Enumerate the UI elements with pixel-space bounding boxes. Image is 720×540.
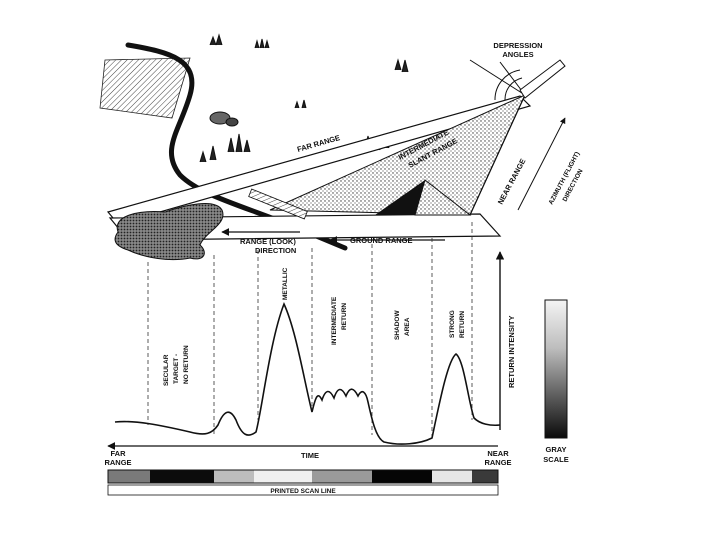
zone-shadow-line2: AREA	[404, 317, 411, 336]
gray-scale-label-line1: GRAY	[546, 445, 567, 454]
far-range-bottom-line2: RANGE	[104, 458, 131, 467]
zone-intermediate-line2: RETURN	[341, 303, 348, 330]
printed-scan-line-strip	[108, 470, 498, 483]
terrain-perspective	[100, 35, 565, 260]
far-range-bottom-line1: FAR	[111, 449, 127, 458]
depression-angles-label-line1: DEPRESSION	[493, 41, 542, 50]
near-range-bottom-line1: NEAR	[487, 449, 509, 458]
time-label: TIME	[301, 451, 319, 460]
range-look-direction-label-line1: RANGE (LOOK)	[240, 237, 296, 246]
gray-scale-label-line2: SCALE	[543, 455, 568, 464]
near-range-upper-label: NEAR RANGE	[496, 157, 528, 206]
range-look-direction-label-line2: DIRECTION	[255, 246, 296, 255]
zone-intermediate-line1: INTERMEDIATE	[331, 296, 338, 345]
zone-strong-line2: RETURN	[459, 311, 466, 338]
depression-angles-label-line2: ANGLES	[502, 50, 533, 59]
near-range-bottom-line2: RANGE	[484, 458, 511, 467]
gray-scale-bar	[545, 300, 567, 438]
printed-scan-line-label: PRINTED SCAN LINE	[270, 488, 336, 495]
zone-specular-line2: TARGET -	[173, 354, 180, 384]
zone-strong-line1: STRONG	[449, 310, 456, 338]
ground-range-label: GROUND RANGE	[350, 236, 413, 245]
zone-specular-line1: SECULAR	[163, 354, 170, 386]
zone-labels: SECULAR TARGET - NO RETURN METALLIC INTE…	[163, 267, 466, 386]
zone-specular-line3: NO RETURN	[183, 345, 190, 384]
zone-metallic: METALLIC	[282, 267, 289, 300]
zone-shadow-line1: SHADOW	[394, 310, 401, 340]
return-intensity-label: RETURN INTENSITY	[507, 315, 516, 388]
hatched-field	[100, 58, 190, 118]
